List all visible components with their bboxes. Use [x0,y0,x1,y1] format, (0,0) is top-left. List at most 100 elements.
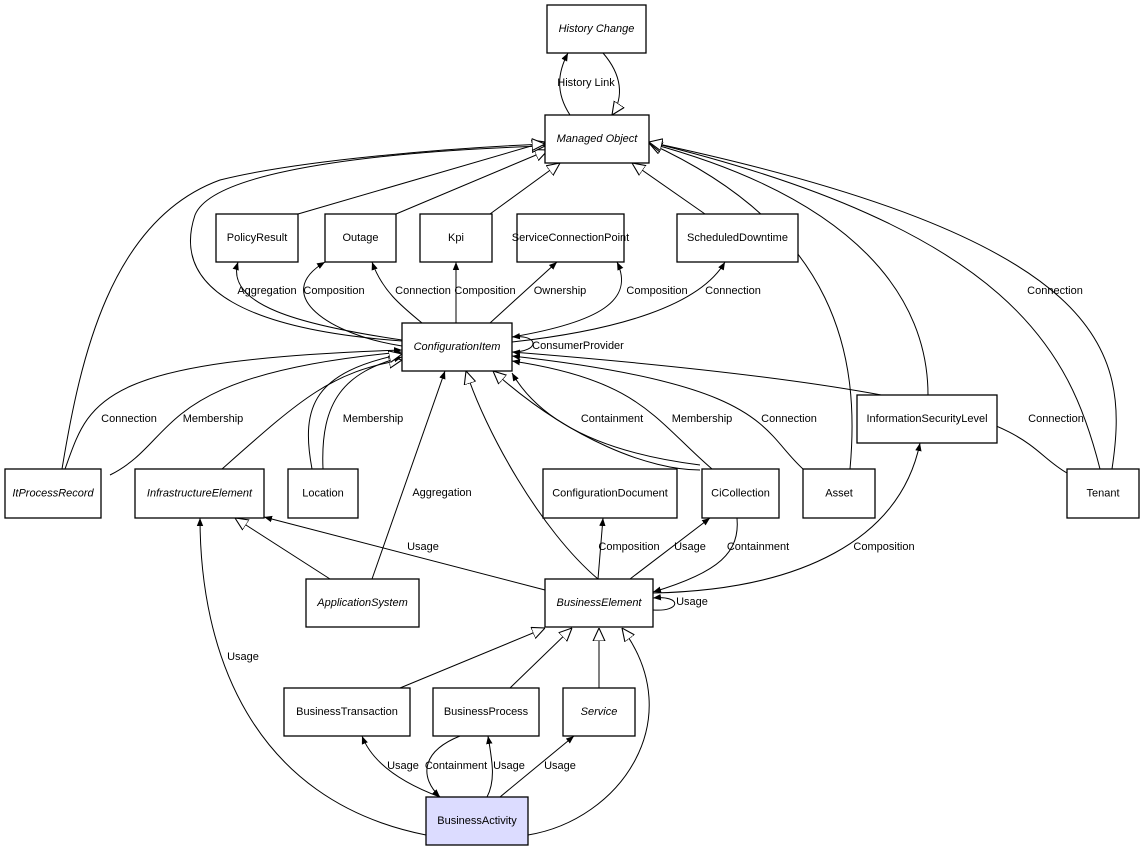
class-service-connection-point[interactable]: ServiceConnectionPoint [512,213,629,263]
class-tenant[interactable]: Tenant [1066,468,1140,519]
class-policy-result[interactable]: PolicyResult [215,213,299,263]
association-business-element-to-information-security-level [652,442,922,594]
edge-label: Connection [705,285,761,297]
edge-label: Usage [674,541,706,553]
edge-line [489,163,560,215]
edge-line [64,347,403,470]
class-business-process[interactable]: BusinessProcess [432,687,540,737]
association-configuration-item-to-configuration-item [511,332,534,353]
edge-label: Containment [425,760,487,772]
edge-line [652,593,675,611]
association-configuration-item-to-scheduled-downtime [511,261,726,343]
class-name: ItProcessRecord [12,487,94,499]
generalization-business-transaction-to-business-element [399,628,545,689]
edge-line [511,261,726,343]
generalization-location-to-configuration-item [307,354,402,470]
class-configuration-document[interactable]: ConfigurationDocument [542,468,678,519]
class-information-security-level[interactable]: InformationSecurityLevel [856,394,998,444]
class-infrastructure-element[interactable]: InfrastructureElement [134,468,265,519]
class-scheduled-downtime[interactable]: ScheduledDowntime [676,213,799,263]
edge-line [511,261,624,338]
edge-line [297,142,545,215]
edge-line [371,261,423,324]
class-box [1066,468,1140,519]
edge-label: Usage [544,760,576,772]
class-location[interactable]: Location [287,468,359,519]
edge-label: Composition [626,285,687,297]
class-name: ConfigurationDocument [552,487,668,499]
class-box [544,578,654,628]
association-asset-to-configuration-item [511,353,804,470]
edge-label: Connection [761,413,817,425]
edge-label: ConsumerProvider [532,340,624,352]
class-box [546,4,647,54]
edge-line [322,355,403,470]
class-service[interactable]: Service [562,687,636,737]
class-name: Tenant [1086,487,1119,499]
class-name: Managed Object [557,133,639,145]
class-name: BusinessActivity [437,815,517,827]
generalization-configuration-item-to-managed-object [190,146,545,342]
edge-label: Usage [387,760,419,772]
association-business-activity-to-business-transaction [361,735,441,798]
association-configuration-item-to-service-connection-point [511,261,624,338]
association-configuration-item-to-outage [371,261,423,324]
generalization-business-process-to-business-element [509,628,572,689]
class-business-transaction[interactable]: BusinessTransaction [283,687,411,737]
class-box [419,213,493,263]
generalization-history-change-to-managed-object [602,52,619,115]
edge-line [395,150,548,215]
edge-line [511,332,534,353]
class-name: Kpi [448,232,464,244]
class-managed-object[interactable]: Managed Object [544,114,650,164]
edge-label: Usage [407,541,439,553]
class-it-process-record[interactable]: ItProcessRecord [4,468,102,519]
class-ci-collection[interactable]: CiCollection [701,468,780,519]
class-box [425,796,529,846]
association-business-activity-to-business-process [486,735,493,798]
class-box [4,468,102,519]
edge-line [649,143,929,396]
edge-label: Composition [598,541,659,553]
generalization-information-security-level-to-managed-object [649,143,929,396]
class-business-element[interactable]: BusinessElement [544,578,654,628]
class-name: Location [302,487,344,499]
edge-label: Membership [672,413,733,425]
edge-line [303,261,403,347]
class-name: BusinessProcess [444,706,529,718]
class-box [283,687,411,737]
class-outage[interactable]: Outage [324,213,397,263]
edge-line [602,52,619,115]
association-ci-collection-to-business-element [652,517,738,593]
edge-line [649,142,1117,470]
edge-line [466,371,599,580]
edge-label: Usage [493,760,525,772]
generalization-scheduled-downtime-to-managed-object [632,163,706,215]
edge-line [511,359,713,470]
edge-label: Connection [1028,413,1084,425]
class-name: ServiceConnectionPoint [512,232,629,244]
class-history-change[interactable]: History Change [546,4,647,54]
class-business-activity[interactable]: BusinessActivity [425,796,529,846]
edge-line [196,517,427,836]
class-application-system[interactable]: ApplicationSystem [305,578,420,628]
edge-line [307,354,402,470]
edge-line [426,735,461,798]
class-name: PolicyResult [227,232,288,244]
class-kpi[interactable]: Kpi [419,213,493,263]
edge-line [109,349,403,476]
edge-label: Aggregation [237,285,296,297]
edge-line [632,163,706,215]
edge-label: Composition [853,541,914,553]
edge-line [652,517,738,593]
association-business-process-to-business-activity [426,735,461,798]
edge-line [511,353,804,470]
edge-label: Connection [395,285,451,297]
class-asset[interactable]: Asset [802,468,876,519]
class-box [542,468,678,519]
class-box [134,468,265,519]
class-configuration-item[interactable]: ConfigurationItem [401,322,513,372]
class-name: BusinessElement [557,597,643,609]
